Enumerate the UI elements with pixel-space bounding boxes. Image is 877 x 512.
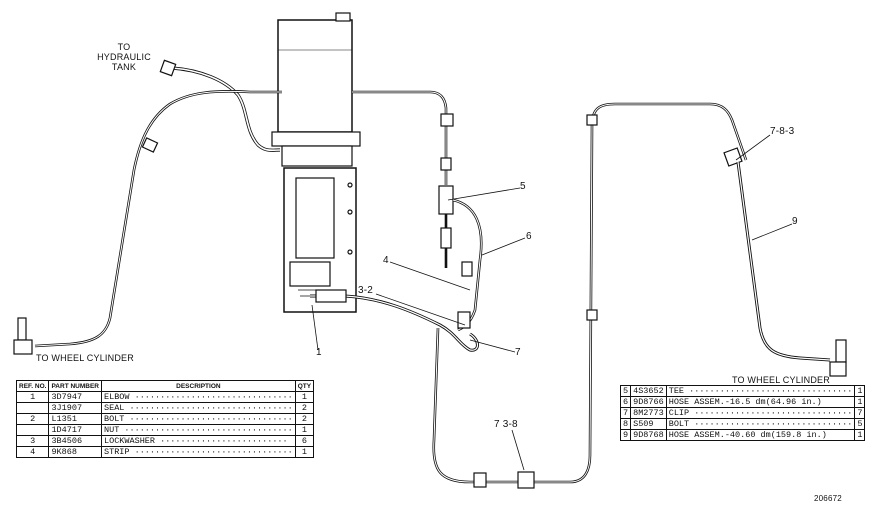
tee-fitting xyxy=(438,185,454,215)
callout-7-8-3: 7-8-3 xyxy=(770,126,795,137)
wheel-cylinder-right-label: TO WHEEL CYLINDER xyxy=(732,375,830,385)
header-part-number: PART NUMBER xyxy=(48,380,102,392)
drawing-number: 206672 xyxy=(814,494,842,503)
header-description: DESCRIPTION xyxy=(101,380,296,392)
hydraulic-tank-label: TO HYDRAULIC TANK xyxy=(97,42,151,72)
callout-9: 9 xyxy=(792,216,798,227)
header-qty: QTY xyxy=(294,380,315,392)
callout-3-2: 3-2 xyxy=(358,285,374,296)
wheel-cylinder-left-label: TO WHEEL CYLINDER xyxy=(36,353,134,363)
tee-supply-line xyxy=(352,90,448,185)
hydraulic-reservoir xyxy=(277,19,353,133)
callout-1: 1 xyxy=(316,347,322,358)
table-header-row: REF. NO. PART NUMBER DESCRIPTION QTY xyxy=(15,380,315,392)
callout-7: 7 xyxy=(515,347,521,358)
callout-6: 6 xyxy=(526,231,532,242)
callout-5: 5 xyxy=(520,181,526,192)
right-brake-hose xyxy=(736,161,831,362)
left-brake-line xyxy=(34,90,282,348)
tank-supply-hose xyxy=(171,66,281,152)
header-ref-no: REF. NO. xyxy=(15,380,50,392)
callout-4: 4 xyxy=(383,255,389,266)
callout-7-3-8: 7 3-8 xyxy=(494,419,518,430)
